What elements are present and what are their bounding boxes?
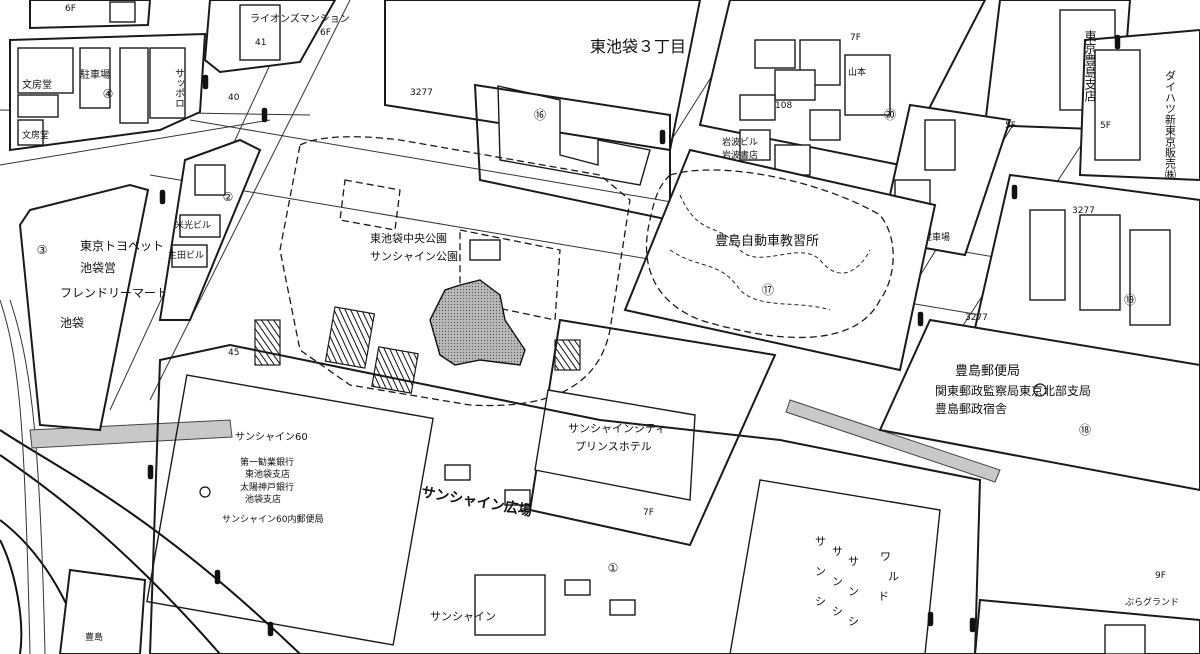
floor-label-5f: 5F: [1005, 121, 1016, 131]
iwanami-shoten-label: 岩波書店: [722, 149, 758, 161]
world-label: ワ: [880, 550, 891, 563]
column-label-9: シ: [848, 615, 859, 628]
block-lions-mansion: [203, 0, 337, 74]
bank-label-3: 太陽神戸銀行: [240, 481, 294, 493]
sunshine-park: [279, 136, 631, 407]
bank-label-1: 第一勧業銀行: [240, 456, 294, 468]
sapporo-label: サッポロ: [173, 68, 185, 108]
block-number-20: ⑳: [884, 108, 896, 122]
block-bottom-left: [58, 568, 147, 654]
block-number-18: ⑱: [1079, 423, 1091, 437]
daihatsu-label: ダイハツ新東京販売㈱: [1164, 70, 1177, 180]
stairs-west: [254, 319, 281, 366]
post-number-40: 40: [228, 93, 240, 103]
yamamoto-label: 山本: [848, 66, 866, 78]
pedestrian-walkway: [29, 419, 233, 449]
column-label-4: ン: [815, 565, 826, 578]
central-park-label: 東池袋中央公園: [370, 231, 447, 245]
district-title: 東池袋３丁目: [590, 37, 686, 56]
floor-label-9f: 9F: [1155, 571, 1166, 581]
toyota-label-line1: 東京トヨペット: [80, 239, 164, 253]
block-toyota: [18, 183, 150, 432]
bank-label-4: 池袋支店: [245, 493, 281, 505]
post-office-label-1: 豊島郵便局: [955, 364, 1020, 379]
road-markers: [147, 34, 1121, 637]
pond: [429, 279, 526, 366]
lions-mansion-label: ライオンズマンション: [250, 12, 350, 25]
block-2: [158, 138, 262, 321]
column-label-6: ン: [848, 585, 859, 598]
plot-number-3277-b: 3277: [1072, 206, 1095, 216]
floor-label-6f-top: 6F: [65, 4, 76, 14]
toyota-label-line4: 池袋: [60, 316, 84, 330]
toshima-branch-label: 東京豊島支店: [1083, 30, 1097, 102]
block-2-label: 米光ビル: [175, 219, 211, 231]
column-label-3: サ: [848, 555, 859, 568]
prince-hotel-label-2: プリンスホテル: [575, 440, 652, 453]
block-top-left: [9, 0, 207, 152]
block-number-17: ⑰: [762, 283, 774, 297]
floor-label-6f: 6F: [320, 28, 331, 38]
grand-label: ぶらグランド: [1125, 596, 1179, 608]
driving-school-block: [623, 148, 937, 372]
floor-label-7f: 7F: [850, 33, 861, 43]
floor-label-7f-hotel: 7F: [643, 508, 654, 518]
block-16: [384, 0, 702, 222]
column-label-8: シ: [832, 605, 843, 618]
block-number-19: ⑲: [1124, 293, 1136, 307]
block-2-label-2: 主田ビル: [168, 249, 204, 261]
plot-number-45: 45: [228, 348, 239, 358]
plot-number-3277-a: 3277: [410, 88, 433, 98]
bunpodo-label: 文房堂: [22, 78, 52, 91]
world-label-3: ド: [878, 590, 889, 603]
world-import-mart-block: [729, 479, 941, 654]
world-label-2: ル: [888, 570, 899, 583]
column-label-1: サ: [815, 535, 826, 548]
plot-number-108: 108: [775, 101, 792, 111]
prince-hotel-block: [528, 318, 777, 547]
column-label-2: サ: [832, 545, 843, 558]
toyota-label-line2: 池袋営: [80, 261, 116, 275]
sunshine60-label: サンシャイン60: [235, 431, 308, 443]
pedestrian-walkway-east: [785, 399, 1001, 483]
stairs-east: [554, 339, 581, 371]
toyota-label-line3: フレンドリーマート: [60, 286, 168, 300]
sunshine-bottom-label: サンシャイン: [430, 610, 496, 623]
block-number-2: ②: [223, 190, 234, 204]
bunpodo-label-2: 文房堂: [22, 129, 49, 141]
post-small-label: サンシャイン60内郵便局: [222, 513, 323, 525]
column-label-5: ン: [832, 575, 843, 588]
block-number-4: ④: [103, 87, 114, 101]
bank-label-2: 東池袋支店: [245, 468, 290, 480]
column-label-7: シ: [815, 595, 826, 608]
post-office-label-2: 関東郵政監察局東京北部支局: [935, 383, 1091, 398]
block-number-16: ⑯: [534, 108, 546, 122]
driving-school-label: 豊島自動車教習所: [715, 233, 819, 249]
prince-hotel-label-1: サンシャインシティ: [568, 422, 666, 435]
block-number-3: ③: [37, 243, 48, 257]
sunshine-park-label: サンシャイン公園: [370, 250, 458, 263]
iwanami-bldg-label: 岩波ビル: [722, 136, 758, 148]
post-office-label-3: 豊島郵政宿舎: [935, 401, 1007, 416]
mansion-number: 41: [255, 38, 266, 48]
floor-label-5f-east: 5F: [1100, 121, 1111, 131]
block-bottom-right: [973, 598, 1200, 654]
post-mark-icon: [199, 486, 211, 498]
block-number-1: ①: [608, 561, 619, 575]
post-office-icon: [1033, 383, 1047, 397]
post-office-block: [878, 318, 1200, 492]
parking-label: 駐車場: [80, 68, 110, 81]
bottom-left-label: 豊島: [85, 631, 103, 643]
plot-number-3277-c: 3277: [965, 313, 988, 323]
block-east-top: [983, 0, 1200, 182]
railway-lines: [0, 299, 301, 654]
